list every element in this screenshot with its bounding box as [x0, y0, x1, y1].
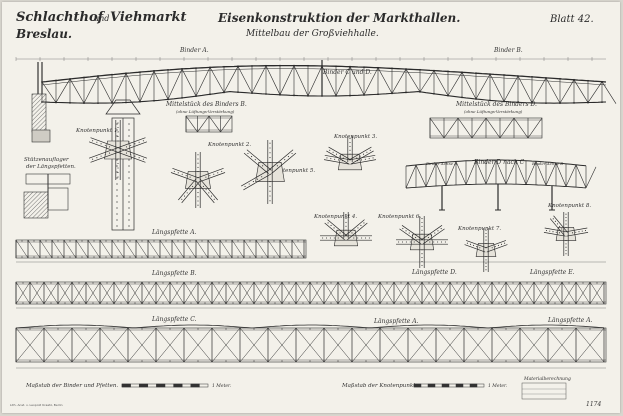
knotenpunkt-labels: Knotenpunkt 1. Knotenpunkt 2. Knotenpunk… [75, 128, 591, 232]
svg-text:Maßstab der Binder und Pfetten: Maßstab der Binder und Pfetten. [25, 383, 118, 389]
title-block: Schlachthof und Viehmarkt Breslau. Eisen… [15, 10, 594, 41]
main-roof-truss [41, 59, 617, 105]
svg-text:Knotenpunkt 8.: Knotenpunkt 8. [547, 203, 591, 209]
svg-text:Längspfette D.: Längspfette D. [411, 269, 457, 276]
svg-text:Lith. Anst. v. Leopold Kraatz,: Lith. Anst. v. Leopold Kraatz, Berlin [10, 403, 63, 407]
svg-text:(ohne Lüftungs-Verstärkung): (ohne Lüftungs-Verstärkung) [464, 109, 523, 114]
svg-text:Binder Achse A: Binder Achse A [425, 161, 457, 166]
svg-text:Maßstab der Knotenpunkte.: Maßstab der Knotenpunkte. [341, 383, 421, 389]
svg-text:Knotenpunkt 5.: Knotenpunkt 5. [271, 168, 315, 174]
svg-text:Mittelstück des Binders D.: Mittelstück des Binders D. [455, 101, 537, 108]
scale-bars: Maßstab der Binder und Pfetten. 1 Meter.… [10, 376, 601, 408]
svg-text:Materialberechnung: Materialberechnung [523, 376, 571, 382]
center-title: Eisenkonstruktion der Markthallen. [217, 11, 460, 25]
longitudinal-purlins [15, 239, 607, 369]
sheet-number: Blatt 42. [549, 14, 594, 25]
label-binder-a: Binder A. [179, 47, 209, 54]
svg-text:Knotenpunkt 7.: Knotenpunkt 7. [457, 226, 501, 232]
title-line1-c: Viehmarkt [110, 10, 187, 25]
node-details [88, 120, 589, 272]
title-line2: Breslau. [15, 27, 72, 41]
svg-text:Längspfette B.: Längspfette B. [151, 270, 197, 277]
stuetzenauflager-detail: Stützenauflager der Längspfetten. [23, 157, 76, 219]
svg-text:Längspfette E.: Längspfette E. [529, 269, 575, 276]
svg-text:Knotenpunkt 3.: Knotenpunkt 3. [333, 134, 377, 140]
svg-text:Längspfette A.: Längspfette A. [151, 229, 197, 236]
title-line1-b: und [94, 14, 109, 23]
column-detail [105, 99, 141, 231]
svg-text:1174: 1174 [586, 401, 601, 408]
svg-text:1 Meter.: 1 Meter. [212, 383, 232, 389]
svg-text:der Längspfetten.: der Längspfetten. [26, 164, 76, 170]
center-subtitle: Mittelbau der Großviehhalle. [245, 29, 379, 39]
svg-text:(ohne Lüftungs-Verstärkung): (ohne Lüftungs-Verstärkung) [176, 109, 235, 114]
label-binder-b: Binder B. [493, 47, 523, 54]
svg-text:Binder Achse B: Binder Achse B [531, 161, 563, 166]
title-line1-a: Schlachthof [16, 10, 106, 25]
svg-text:Längspfette A.: Längspfette A. [373, 318, 419, 325]
mittelstueck-d: Mittelstück des Binders D. (ohne Lüftung… [429, 101, 543, 139]
top-dimension-line [15, 57, 606, 61]
svg-text:Längspfette A.: Längspfette A. [547, 317, 593, 324]
svg-text:Knotenpunkt 4.: Knotenpunkt 4. [313, 214, 357, 220]
svg-text:Knotenpunkt 2.: Knotenpunkt 2. [207, 142, 251, 148]
left-wall-support [31, 62, 51, 143]
binder-d-secondary-truss: Binder D nach C Binder Achse A Binder Ac… [405, 159, 597, 211]
svg-text:Binder D nach C: Binder D nach C [473, 159, 525, 166]
svg-text:Knotenpunkt 6.: Knotenpunkt 6. [377, 214, 421, 220]
svg-text:Längspfette C.: Längspfette C. [151, 316, 197, 323]
svg-text:1 Meter.: 1 Meter. [488, 383, 508, 389]
mittelstueck-b: Mittelstück des Binders B. (ohne Lüftung… [165, 101, 247, 133]
svg-text:Knotenpunkt 1.: Knotenpunkt 1. [75, 128, 119, 134]
purlin-labels: Längspfette A. Längspfette B. Längspfett… [151, 229, 593, 325]
svg-text:Stützenauflager: Stützenauflager [24, 157, 69, 163]
svg-text:Mittelstück des Binders B.: Mittelstück des Binders B. [165, 101, 247, 108]
